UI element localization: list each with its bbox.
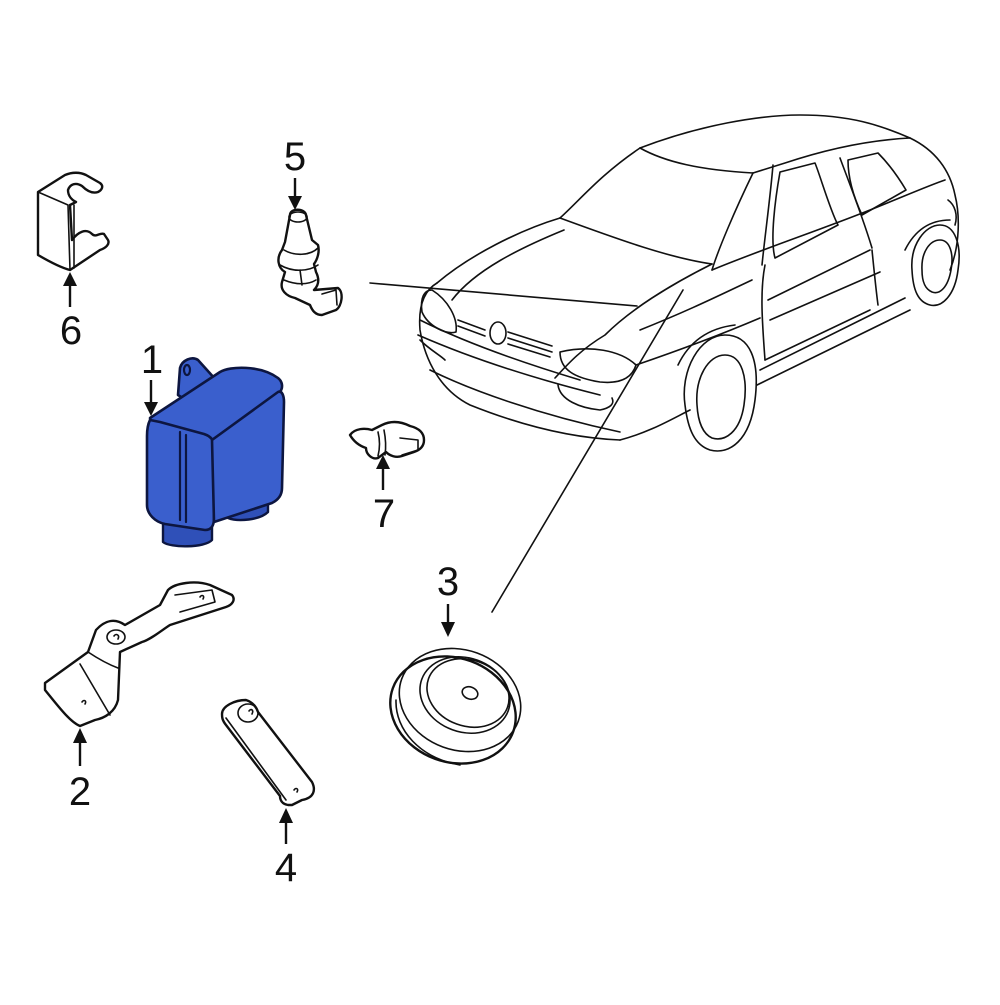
callout-3[interactable]: 3 xyxy=(436,560,460,604)
callout-arrows xyxy=(63,178,455,844)
part-1-control-module[interactable] xyxy=(145,357,286,548)
part-2-mounting-bracket[interactable] xyxy=(43,581,235,728)
part-5-switch-sensor[interactable] xyxy=(277,208,343,317)
part-7-connector-sensor[interactable] xyxy=(348,420,426,460)
part-3-horn[interactable] xyxy=(375,632,535,781)
part-6-retaining-clip[interactable] xyxy=(36,171,110,272)
leader-line-part-3 xyxy=(491,289,684,613)
callout-5[interactable]: 5 xyxy=(283,135,307,179)
callout-2[interactable]: 2 xyxy=(68,770,92,814)
callout-1[interactable]: 1 xyxy=(140,338,164,382)
callout-4[interactable]: 4 xyxy=(274,846,298,890)
leader-line-part-5 xyxy=(369,282,638,307)
part-4-horn-bracket[interactable] xyxy=(220,698,316,807)
callout-7[interactable]: 7 xyxy=(372,492,396,536)
reference-vehicle-illustration xyxy=(417,114,960,452)
callout-6[interactable]: 6 xyxy=(59,309,83,353)
